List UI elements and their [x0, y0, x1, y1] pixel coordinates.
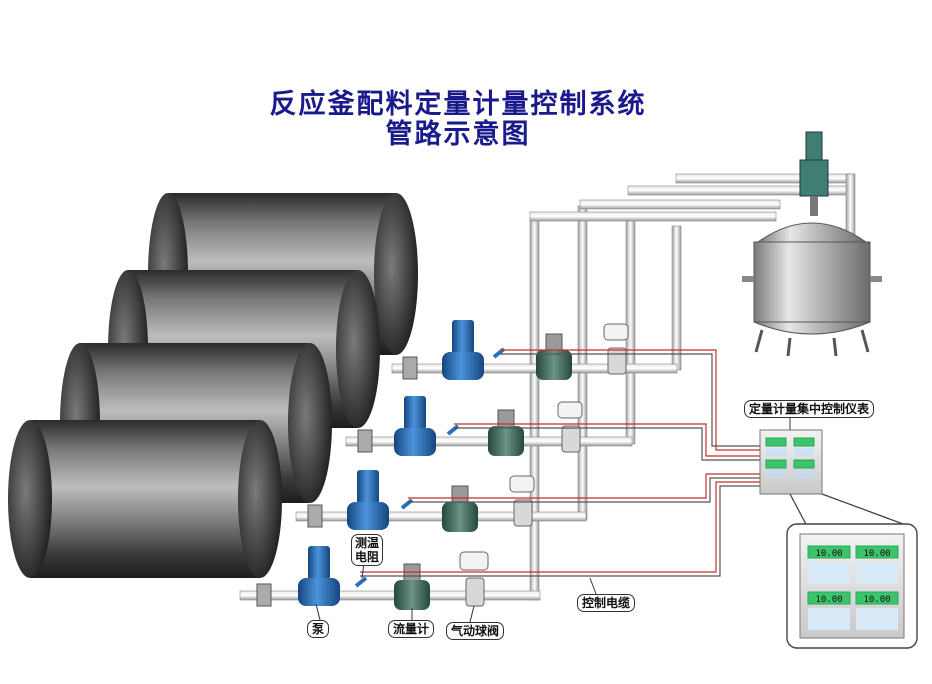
pump-icon — [442, 320, 484, 380]
control-cables — [360, 349, 760, 577]
flowmeter-icon — [394, 563, 430, 610]
display-readout: 10.00 — [815, 549, 842, 559]
riser-pipes — [529, 205, 682, 601]
storage-tank-4 — [8, 420, 282, 578]
display-readout: 10.00 — [815, 595, 842, 605]
controller-zoom-callout: 10.00 10.00 10.00 10.00 — [786, 493, 918, 649]
pump-icon — [298, 546, 340, 606]
manual-valves — [256, 356, 418, 607]
feed-line-1 — [391, 363, 678, 374]
cable-label: 控制电缆 — [577, 594, 636, 612]
ball-valve-label: 气动球阀 — [446, 622, 505, 640]
display-readout: 10.00 — [863, 595, 890, 605]
ball-valve-icon — [603, 323, 629, 375]
flowmeter-icon — [488, 409, 524, 456]
flowmeter-icon — [536, 333, 572, 380]
overhead-pipes — [529, 173, 856, 245]
controller-label: 定量计量集中控制仪表 — [744, 400, 875, 418]
ball-valve-icon — [509, 475, 535, 527]
feed-line-3 — [295, 511, 587, 522]
flowmeter-label: 流量计 — [388, 620, 435, 638]
reactor-icon — [742, 131, 882, 357]
ball-valve-icon — [557, 401, 583, 453]
pump-icon — [347, 470, 389, 530]
feed-line-4 — [239, 590, 541, 601]
flowmeter-icon — [442, 485, 478, 532]
pump-label: 泵 — [307, 620, 330, 638]
diagram-subtitle: 管路示意图 — [385, 119, 531, 150]
diagram-title: 反应釜配料定量计量控制系统 — [269, 89, 647, 120]
controller-icon — [759, 429, 823, 495]
pump-icon — [394, 396, 436, 456]
temp-sensor-label: 测温电阻 — [351, 534, 383, 566]
ball-valve-icon — [459, 551, 489, 607]
display-readout: 10.00 — [863, 549, 890, 559]
